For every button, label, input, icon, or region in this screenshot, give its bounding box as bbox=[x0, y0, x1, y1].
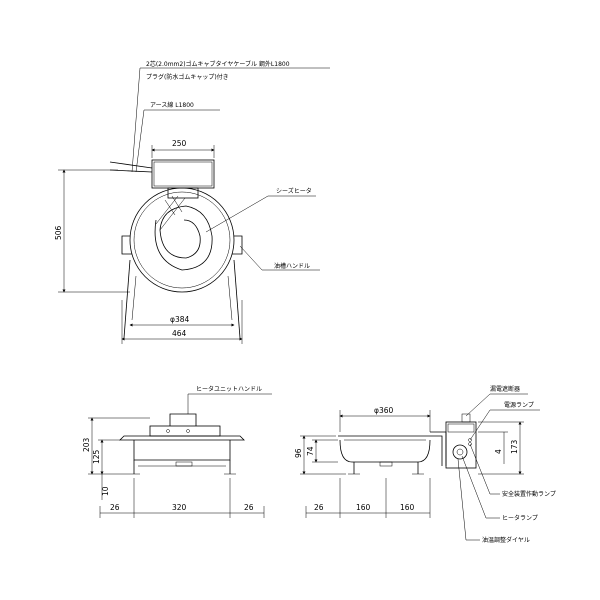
temp-dial-icon bbox=[452, 444, 468, 460]
oil-tank-handle-note: 油槽ハンドル bbox=[274, 262, 310, 270]
side-control-box bbox=[445, 421, 477, 469]
heater-lamp-note: ヒータランプ bbox=[502, 514, 538, 522]
dim-side-96: 96 bbox=[294, 448, 303, 458]
dim-box-width: 250 bbox=[172, 139, 187, 148]
dim-side-tank-diameter: φ360 bbox=[374, 406, 393, 415]
safety-lamp-note: 安全装置作動ランプ bbox=[502, 490, 556, 498]
heater-unit-handle-note: ヒータユニットハンドル bbox=[196, 385, 262, 393]
dim-front-height: 203 bbox=[82, 437, 91, 452]
control-box bbox=[151, 159, 215, 189]
sheath-heater bbox=[154, 205, 213, 271]
dim-side-right: 160 bbox=[400, 503, 415, 512]
side-view: φ360 96 74 173 4 26 160 160 漏電遮断器 電源ランプ … bbox=[294, 385, 556, 544]
dim-tank-diameter: φ384 bbox=[170, 315, 189, 324]
dim-front-right: 26 bbox=[244, 503, 254, 512]
plug-note: プラグ(防水ゴムキャップ)付き bbox=[146, 73, 229, 81]
ground-note: アース線 L1800 bbox=[150, 101, 194, 109]
dim-front-center: 320 bbox=[172, 503, 187, 512]
dim-front-left: 26 bbox=[110, 503, 120, 512]
power-lamp-note: 電源ランプ bbox=[504, 401, 534, 409]
dim-side-173: 173 bbox=[510, 439, 519, 454]
dim-overall-width: 464 bbox=[172, 329, 187, 338]
top-view: 2芯(2.0mm2)ゴムキャブタイヤケーブル 鋼外L1800 プラグ(防水ゴムキ… bbox=[54, 60, 330, 344]
dim-front-height2: 125 bbox=[92, 449, 101, 464]
dim-foot: 10 bbox=[101, 486, 110, 496]
dim-side-left: 26 bbox=[314, 503, 324, 512]
temp-dial-note: 油温調整ダイヤル bbox=[482, 536, 530, 544]
front-view: ヒータユニットハンドル 203 125 10 26 320 2 bbox=[82, 385, 272, 518]
dim-height: 506 bbox=[54, 225, 63, 240]
dim-side-4: 4 bbox=[494, 449, 503, 454]
leakage-breaker-note: 漏電遮断器 bbox=[490, 385, 520, 393]
oil-tank bbox=[129, 187, 235, 293]
cable-note: 2芯(2.0mm2)ゴムキャブタイヤケーブル 鋼外L1800 bbox=[146, 60, 290, 68]
sheath-heater-note: シーズヒータ bbox=[276, 187, 312, 195]
dim-side-mid: 160 bbox=[356, 503, 371, 512]
dim-side-74: 74 bbox=[306, 446, 315, 456]
